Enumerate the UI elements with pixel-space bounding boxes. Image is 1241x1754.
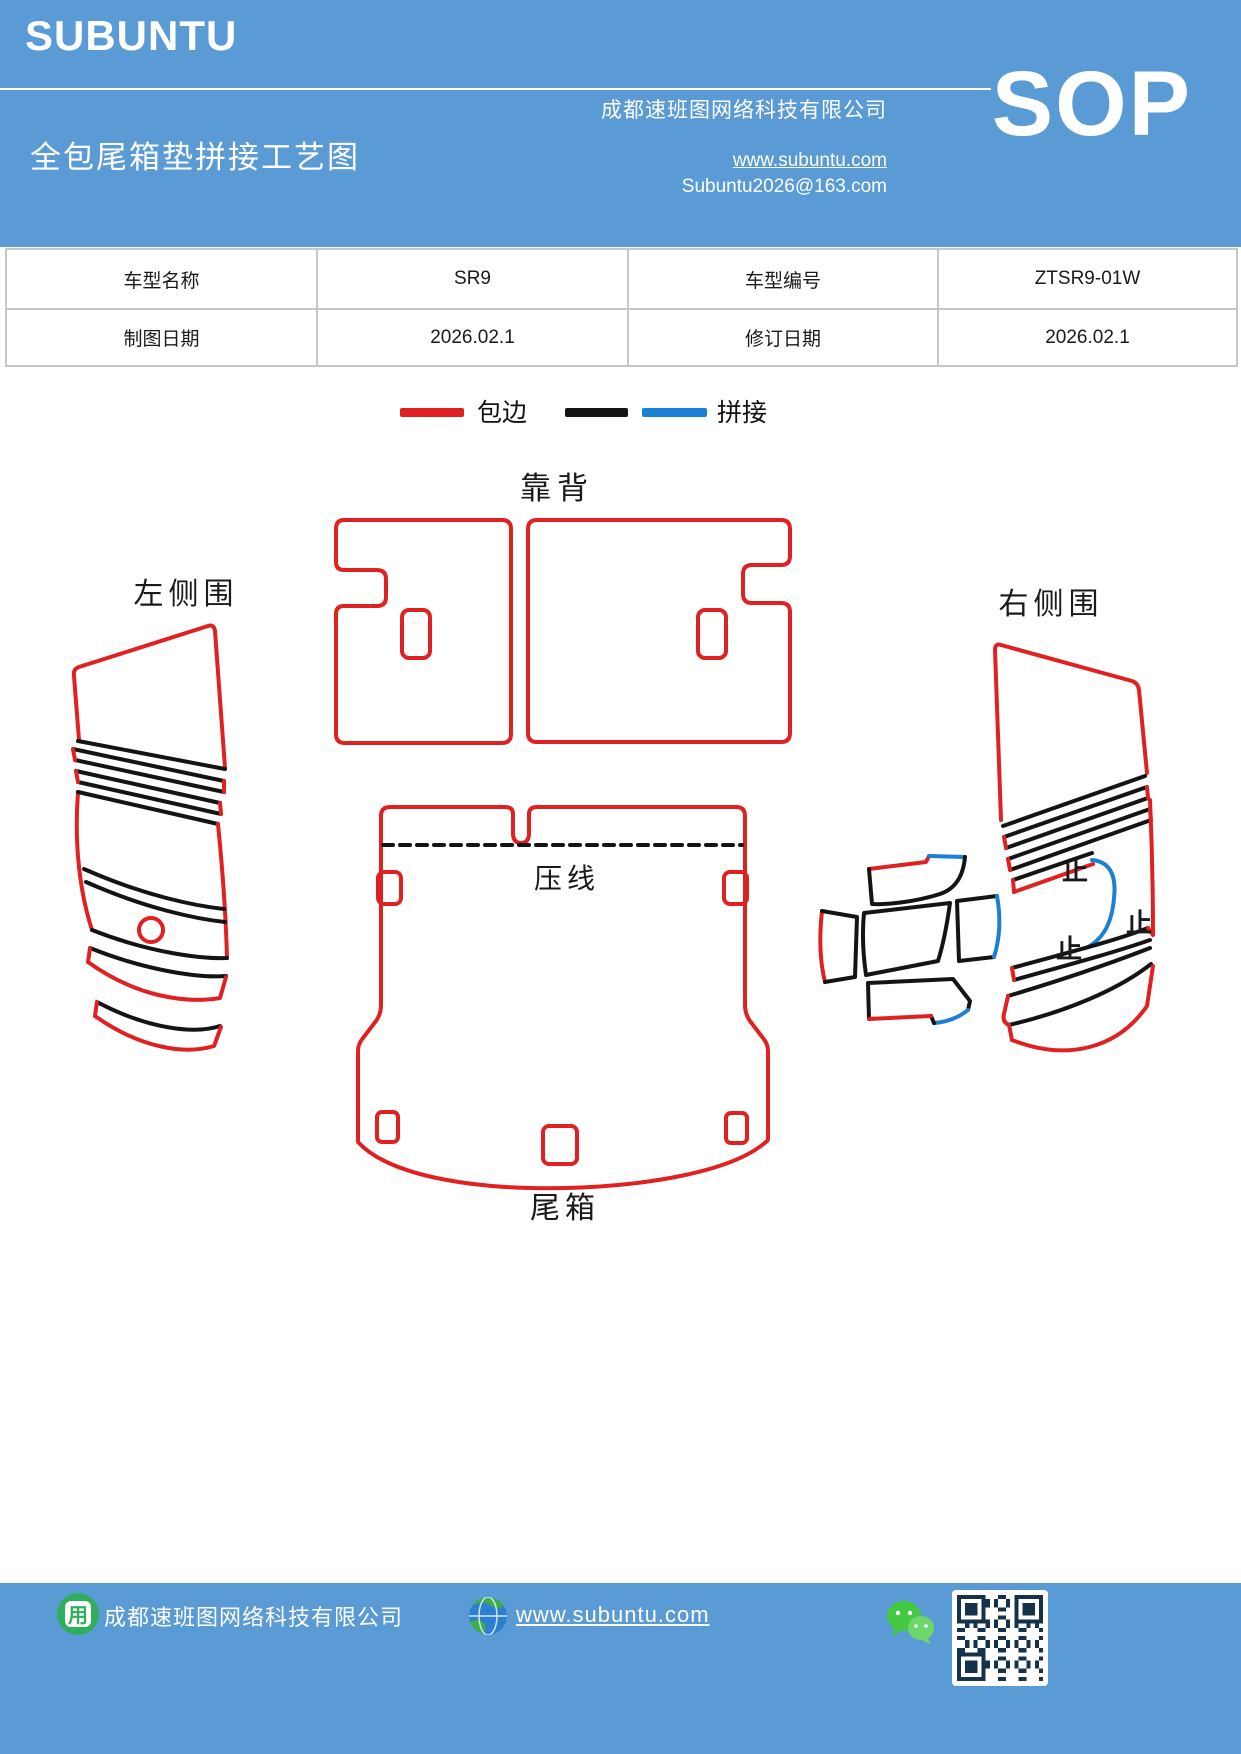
backrest-label: 靠背 — [520, 471, 594, 506]
left-side-label: 左侧围 — [134, 578, 239, 611]
globe-icon — [469, 1597, 507, 1635]
backrest-right-piece — [526, 518, 792, 744]
model-code-label: 车型编号 — [627, 248, 939, 310]
qr-code — [952, 1590, 1048, 1686]
trunk-slot — [375, 1110, 400, 1144]
stop-marker: 止 — [1056, 934, 1082, 964]
model-code-value: ZTSR9-01W — [937, 248, 1238, 310]
trunk-right-tab — [722, 870, 749, 906]
vehicle-info-table: 车型名称 SR9 车型编号 ZTSR9-01W 制图日期 2026.02.1 修… — [5, 248, 1238, 367]
splice-black-swatch — [565, 408, 628, 417]
company-name: 成都速班图网络科技有限公司 — [601, 99, 887, 122]
table-row: 车型名称 SR9 车型编号 ZTSR9-01W — [5, 248, 1238, 310]
brand-logo: SUBUNTU — [25, 12, 238, 59]
page-title: 全包尾箱垫拼接工艺图 — [30, 140, 360, 175]
svg-text:用: 用 — [68, 1605, 88, 1627]
model-name-label: 车型名称 — [5, 248, 318, 310]
table-row: 制图日期 2026.02.1 修订日期 2026.02.1 — [5, 308, 1238, 367]
draw-date-value: 2026.02.1 — [316, 308, 629, 367]
draw-date-label: 制图日期 — [5, 308, 318, 367]
crease-label: 压线 — [534, 863, 600, 894]
splice-pieces-cluster — [818, 854, 1002, 1025]
stop-markers: 止 止 止 — [1056, 856, 1152, 964]
footer-website-link[interactable]: www.subuntu.com — [516, 1602, 710, 1627]
right-side-label: 右侧围 — [999, 588, 1104, 621]
stop-marker: 止 — [1062, 856, 1088, 886]
page-header: SUBUNTU 全包尾箱垫拼接工艺图 成都速班图网络科技有限公司 www.sub… — [0, 0, 1241, 247]
left-side-panel-group — [71, 623, 229, 1052]
trunk-left-tab — [376, 870, 403, 906]
footer-company-name: 成都速班图网络科技有限公司 — [104, 1605, 404, 1630]
revise-date-label: 修订日期 — [627, 308, 939, 367]
trunk-slot — [724, 1111, 749, 1145]
splice-blue-swatch — [642, 408, 707, 417]
left-panel-hole — [137, 916, 165, 944]
header-divider — [0, 88, 991, 90]
trunk-piece — [356, 805, 770, 1191]
wechat-icon — [887, 1601, 934, 1645]
sop-badge: SOP — [991, 53, 1192, 155]
trunk-slot — [541, 1124, 579, 1166]
email-address: Subuntu2026@163.com — [681, 176, 887, 197]
model-name-value: SR9 — [316, 248, 629, 310]
website-link[interactable]: www.subuntu.com — [732, 150, 887, 171]
trunk-label: 尾箱 — [530, 1192, 600, 1225]
edge-binding-label: 包边 — [477, 399, 528, 427]
stop-marker: 止 — [1126, 908, 1152, 938]
backrest-left-slot — [400, 608, 432, 660]
backrest-left-piece — [334, 518, 513, 745]
splice-curve-blue — [1086, 858, 1117, 949]
backrest-right-slot — [696, 608, 728, 660]
edge-binding-swatch — [400, 408, 464, 417]
right-side-panel-group — [993, 642, 1155, 1053]
revise-date-value: 2026.02.1 — [937, 308, 1238, 367]
splice-label: 拼接 — [717, 399, 768, 427]
subuntu-app-icon: 用 — [57, 1593, 99, 1635]
